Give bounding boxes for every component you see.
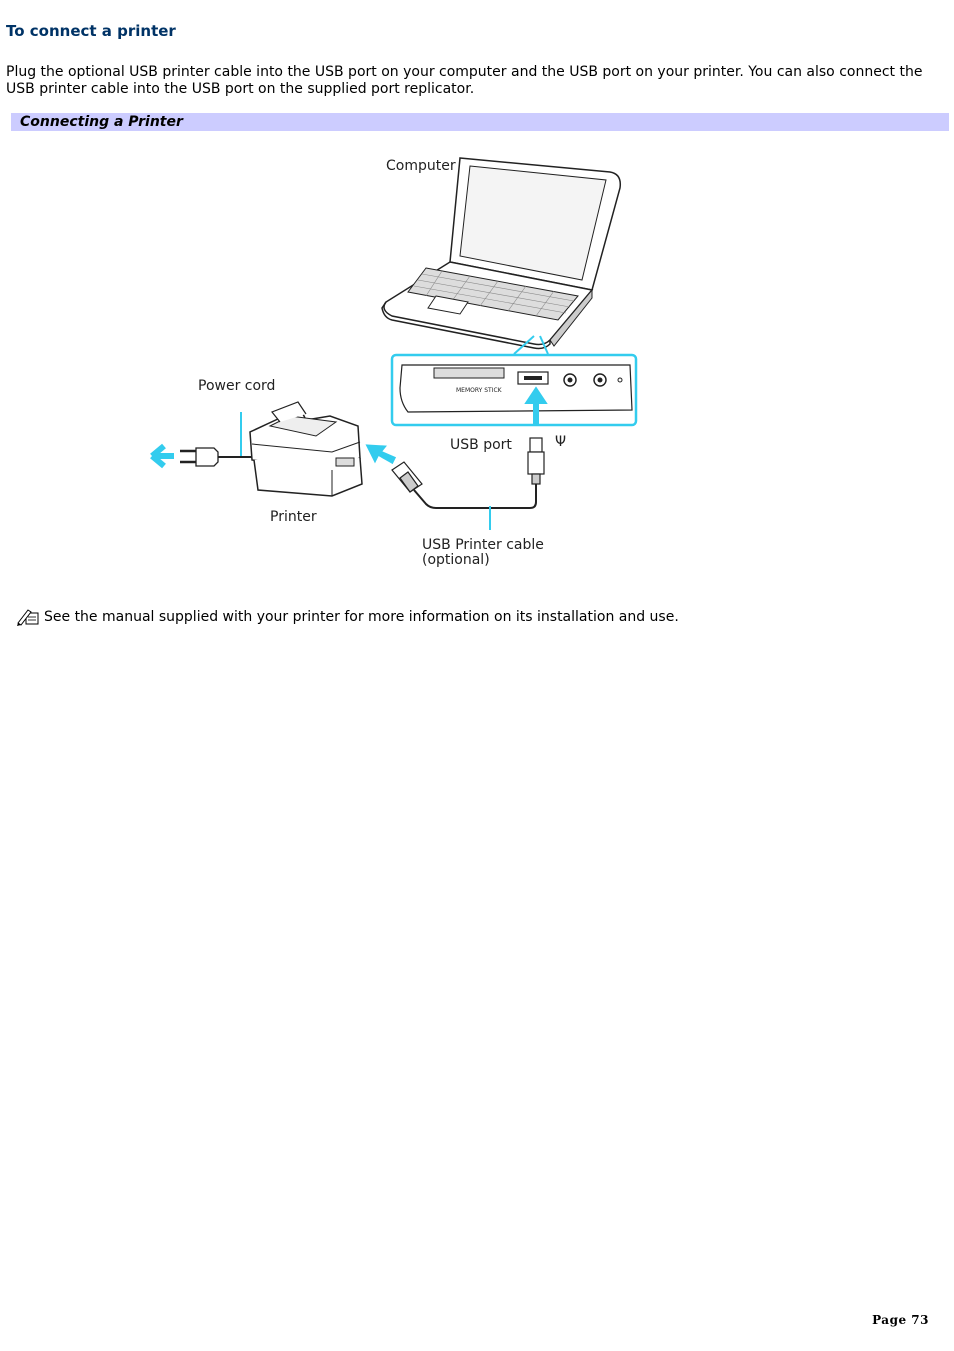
figure-caption: Connecting a Printer: [20, 113, 183, 131]
usb-cable: [414, 484, 536, 508]
page-number: Page 73: [872, 1313, 929, 1327]
printer-connection-illustration: MEMORY STICK Ψ: [130, 140, 650, 580]
note: See the manual supplied with your printe…: [16, 607, 679, 627]
usb-cable-optional-label: (optional): [422, 552, 490, 568]
usb-plug: [528, 438, 544, 484]
note-text: See the manual supplied with your printe…: [44, 607, 679, 627]
usb-port-label: USB port: [450, 437, 512, 453]
intro-paragraph: Plug the optional USB printer cable into…: [6, 64, 936, 98]
unplug-arrow-icon: [152, 446, 174, 466]
usb-port-detail: MEMORY STICK: [392, 355, 636, 425]
power-cord-label: Power cord: [198, 378, 275, 394]
page-title: To connect a printer: [6, 22, 176, 40]
printer: [250, 402, 362, 496]
pencil-note-icon: [16, 607, 40, 627]
figure-caption-bar: Connecting a Printer: [11, 113, 949, 131]
usb-cable-label: USB Printer cable: [422, 537, 544, 553]
memory-stick-label: MEMORY STICK: [456, 387, 503, 394]
computer-label: Computer: [386, 158, 456, 174]
usb-symbol-icon: Ψ: [555, 434, 566, 450]
printer-label: Printer: [270, 509, 317, 525]
laptop-computer: [382, 158, 620, 349]
